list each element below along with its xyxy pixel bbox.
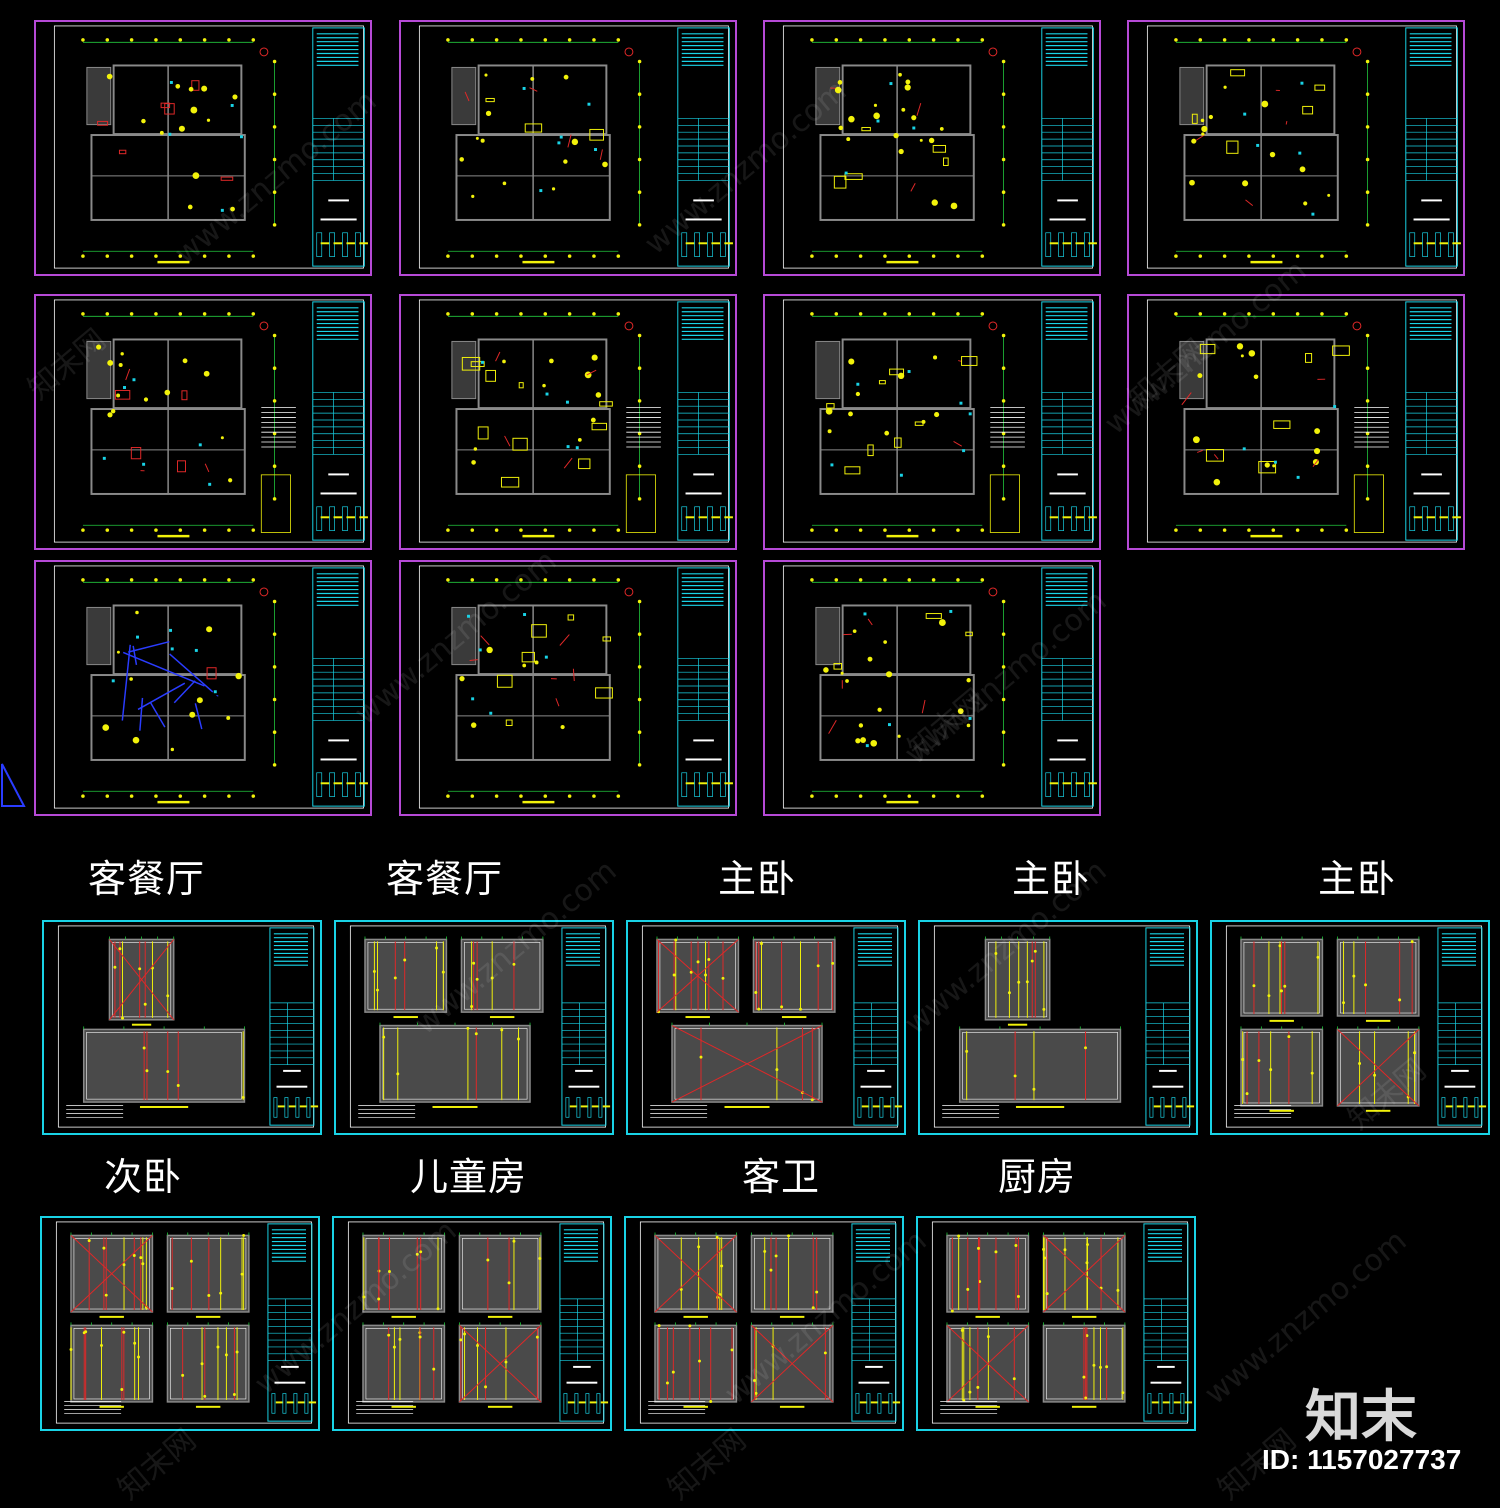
elevation-drawing (336, 922, 612, 1133)
room-label-living-dining-2: 客餐厅 (386, 848, 503, 903)
floor-plan-sheet (399, 294, 737, 550)
room-label-master-bedroom-1: 主卧 (718, 848, 796, 903)
north-marker-icon (0, 760, 26, 810)
floor-plan-drawing (1129, 296, 1463, 548)
elevation-drawing (334, 1218, 610, 1429)
elevation-sheet (626, 920, 906, 1135)
floor-plan-drawing (36, 562, 370, 814)
elevation-sheet (40, 1216, 320, 1431)
elevation-drawing (628, 922, 904, 1133)
floor-plan-drawing (36, 296, 370, 548)
floor-plan-sheet (399, 560, 737, 816)
room-label-master-bedroom-2: 主卧 (1012, 848, 1090, 903)
floor-plan-drawing (401, 562, 735, 814)
elevation-drawing (1212, 922, 1488, 1133)
floor-plan-drawing (765, 296, 1099, 548)
floor-plan-drawing (1129, 22, 1463, 274)
elevation-sheet (1210, 920, 1490, 1135)
room-label-living-dining-1: 客餐厅 (88, 848, 205, 903)
id-label: ID: 1157027737 (1262, 1444, 1461, 1476)
elevation-sheet (332, 1216, 612, 1431)
elevation-sheet (42, 920, 322, 1135)
floor-plan-drawing (401, 22, 735, 274)
floor-plan-sheet (763, 294, 1101, 550)
room-label-second-bedroom: 次卧 (104, 1146, 182, 1201)
room-label-guest-bath: 客卫 (742, 1146, 820, 1201)
floor-plan-sheet (399, 20, 737, 276)
elevation-sheet (624, 1216, 904, 1431)
floor-plan-drawing (401, 296, 735, 548)
floor-plan-drawing (36, 22, 370, 274)
room-label-master-bath: 主卧 (1318, 848, 1396, 903)
elevation-drawing (44, 922, 320, 1133)
floor-plan-drawing (765, 562, 1099, 814)
elevation-drawing (918, 1218, 1194, 1429)
room-label-kids-room: 儿童房 (410, 1146, 527, 1201)
floor-plan-sheet (1127, 294, 1465, 550)
floor-plan-sheet (763, 560, 1101, 816)
brand-logo-text: 知末 (1305, 1372, 1417, 1453)
room-label-kitchen: 厨房 (998, 1146, 1076, 1201)
floor-plan-sheet (34, 560, 372, 816)
elevation-drawing (920, 922, 1196, 1133)
floor-plan-sheet (34, 294, 372, 550)
elevation-drawing (626, 1218, 902, 1429)
elevation-drawing (42, 1218, 318, 1429)
elevation-sheet (916, 1216, 1196, 1431)
elevation-sheet (334, 920, 614, 1135)
floor-plan-sheet (1127, 20, 1465, 276)
elevation-sheet (918, 920, 1198, 1135)
floor-plan-sheet (34, 20, 372, 276)
floor-plan-sheet (763, 20, 1101, 276)
floor-plan-drawing (765, 22, 1099, 274)
